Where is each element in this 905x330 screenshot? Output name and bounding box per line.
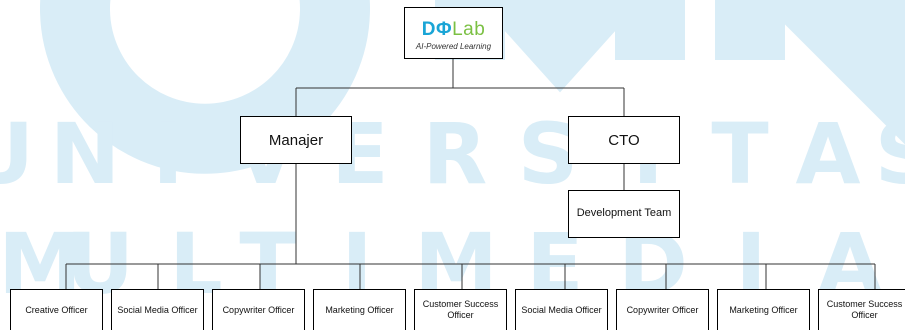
watermark-letter: T xyxy=(711,105,769,203)
manager-box: Manajer xyxy=(240,116,352,164)
watermark-letter: A xyxy=(795,105,861,203)
cto-box: CTO xyxy=(568,116,680,164)
staff-role-box: Creative Officer xyxy=(10,289,103,330)
logo-wordmark: DΦLab xyxy=(422,20,486,39)
dolab-logo: DΦLab AI-Powered Learning xyxy=(404,7,503,59)
watermark-letter: R xyxy=(422,105,488,203)
staff-role-box: Customer Success Officer xyxy=(414,289,507,330)
watermark-letter: I xyxy=(152,105,184,203)
watermark-letter: S xyxy=(860,112,905,196)
watermark-letter: U xyxy=(0,112,45,196)
staff-role-box: Social Media Officer xyxy=(111,289,204,330)
staff-role-box: Customer Success Officer xyxy=(818,289,905,330)
staff-role-box: Marketing Officer xyxy=(717,289,810,330)
development-team-box: Development Team xyxy=(568,190,680,238)
staff-role-box: Copywriter Officer xyxy=(212,289,305,330)
logo-wordmark-part1: DΦ xyxy=(421,18,453,40)
staff-role-box: Marketing Officer xyxy=(313,289,406,330)
watermark-letter: N xyxy=(49,105,121,203)
staff-role-box: Copywriter Officer xyxy=(616,289,709,330)
logo-wordmark-part2: Lab xyxy=(452,18,486,40)
staff-role-box: Social Media Officer xyxy=(515,289,608,330)
logo-tagline: AI-Powered Learning xyxy=(415,41,492,51)
